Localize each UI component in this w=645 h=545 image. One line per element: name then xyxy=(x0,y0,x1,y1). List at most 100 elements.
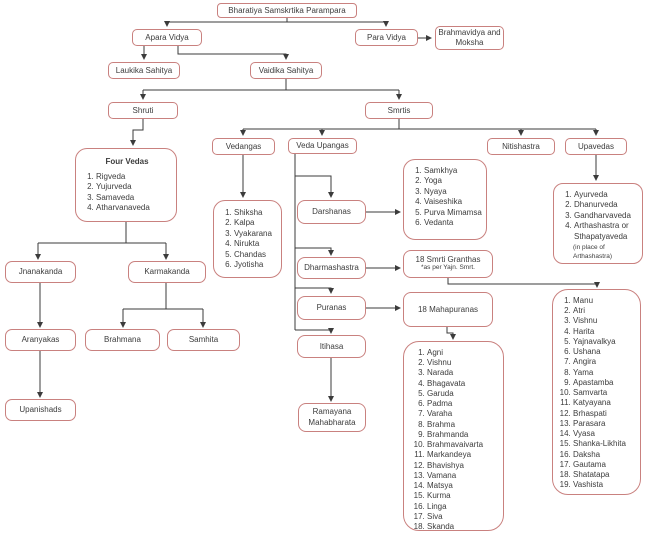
node-puranas: Puranas xyxy=(297,296,366,320)
upavedas-items: AyurvedaDhanurvedaGandharvavedaArthashas… xyxy=(559,190,639,242)
node-darshanas: Darshanas xyxy=(297,200,366,224)
list-item: Varaha xyxy=(427,409,500,419)
node-itihasa: Itihasa xyxy=(297,335,366,358)
list-item: Gandharvaveda xyxy=(574,211,639,221)
list-item: Dhanurveda xyxy=(574,200,639,210)
list-item: Vedanta xyxy=(424,218,483,228)
node-upanishads: Upanishads xyxy=(5,399,76,421)
list-item: Brhaspati xyxy=(573,409,637,419)
list-item: Harita xyxy=(573,327,637,337)
list-item: Brahmavaivarta xyxy=(427,440,500,450)
node-karmakanda: Karmakanda xyxy=(128,261,206,283)
list-item: Vishnu xyxy=(573,316,637,326)
list-item: Matsya xyxy=(427,481,500,491)
list-item: Bhavishya xyxy=(427,461,500,471)
list-item: Samaveda xyxy=(96,193,173,203)
four-vedas-title: Four Vedas xyxy=(105,157,149,166)
list-item: Yajnavalkya xyxy=(573,337,637,347)
mahapuranas-items: AgniVishnuNaradaBhagavataGarudaPadmaVara… xyxy=(412,348,500,532)
smrti-authors-items: ManuAtriVishnuHaritaYajnavalkyaUshanaAng… xyxy=(558,296,637,490)
node-aranyakas: Aranyakas xyxy=(5,329,76,351)
list-item: Atri xyxy=(573,306,637,316)
list-item: Markandeya xyxy=(427,450,500,460)
list-item: Siva xyxy=(427,512,500,522)
node-laukika-sahitya: Laukika Sahitya xyxy=(108,62,180,79)
upavedas-note-line2: Arthashastra) xyxy=(573,253,613,261)
list-item: Vaiseshika xyxy=(424,197,483,207)
node-vaidika-sahitya: Vaidika Sahitya xyxy=(250,62,322,79)
node-dharmashastra: Dharmashastra xyxy=(297,257,366,279)
node-upavedas: Upavedas xyxy=(565,138,627,155)
list-item: Nyaya xyxy=(424,187,483,197)
list-item: Shanka-Likhita xyxy=(573,439,637,449)
list-item: Gautama xyxy=(573,460,637,470)
node-nitishastra: Nitishastra xyxy=(487,138,555,155)
list-item: Rigveda xyxy=(96,172,173,182)
node-veda-upangas: Veda Upangas xyxy=(288,138,357,154)
list-item: Daksha xyxy=(573,450,637,460)
list-item: Linga xyxy=(427,502,500,512)
list-item: Yujurveda xyxy=(96,182,173,192)
list-item: Manu xyxy=(573,296,637,306)
list-item: Vashista xyxy=(573,480,637,490)
list-item: Shiksha xyxy=(234,208,278,218)
list-item: Kurma xyxy=(427,491,500,501)
list-vedangas: ShikshaKalpaVyakaranaNiruktaChandasJyoti… xyxy=(213,200,282,278)
node-shruti: Shruti xyxy=(108,102,178,119)
darshanas-items: SamkhyaYogaNyayaVaiseshikaPurva MimamsaV… xyxy=(409,166,483,228)
list-item: Yoga xyxy=(424,176,483,186)
list-item: Samvarta xyxy=(573,388,637,398)
list-item: Arthashastra or Sthapatyaveda xyxy=(574,221,639,242)
list-item: Padma xyxy=(427,399,500,409)
list-item: Atharvanaveda xyxy=(96,203,173,213)
list-item: Vyakarana xyxy=(234,229,278,239)
list-item: Brahma xyxy=(427,420,500,430)
node-para-vidya: Para Vidya xyxy=(355,29,418,46)
node-title: Bharatiya Samskrtika Parampara xyxy=(217,3,357,18)
node-18-mahapuranas: 18 Mahapuranas xyxy=(403,292,493,327)
node-brahmana: Brahmana xyxy=(85,329,160,351)
list-item: Angira xyxy=(573,357,637,367)
list-item: Ayurveda xyxy=(574,190,639,200)
node-brahmavidya-moksha: Brahmavidya and Moksha xyxy=(435,26,504,50)
node-smrti-granthas: 18 Smrti Granthas *as per Yajn. Smrt. xyxy=(403,250,493,278)
list-item: Apastamba xyxy=(573,378,637,388)
upavedas-note: (in place of Arthashastra) xyxy=(573,243,639,262)
list-item: Parasara xyxy=(573,419,637,429)
list-item: Agni xyxy=(427,348,500,358)
list-item: Chandas xyxy=(234,250,278,260)
list-upavedas: AyurvedaDhanurvedaGandharvavedaArthashas… xyxy=(553,183,643,264)
list-darshanas: SamkhyaYogaNyayaVaiseshikaPurva MimamsaV… xyxy=(403,159,487,240)
node-ramayana-mahabharata: Ramayana Mahabharata xyxy=(298,403,366,432)
list-item: Samkhya xyxy=(424,166,483,176)
list-item: Katyayana xyxy=(573,398,637,408)
list-smrti-authors: ManuAtriVishnuHaritaYajnavalkyaUshanaAng… xyxy=(552,289,641,495)
node-samhita: Samhita xyxy=(167,329,240,351)
list-item: Kalpa xyxy=(234,218,278,228)
list-item: Ushana xyxy=(573,347,637,357)
four-vedas-items: RigvedaYujurvedaSamavedaAtharvanaveda xyxy=(81,172,173,214)
list-item: Skanda xyxy=(427,522,500,532)
list-item: Vishnu xyxy=(427,358,500,368)
list-item: Garuda xyxy=(427,389,500,399)
smrti-granthas-label: 18 Smrti Granthas xyxy=(415,255,481,265)
list-item: Bhagavata xyxy=(427,379,500,389)
node-apara-vidya: Apara Vidya xyxy=(132,29,202,46)
list-item: Purva Mimamsa xyxy=(424,208,483,218)
list-item: Shatatapa xyxy=(573,470,637,480)
list-item: Nirukta xyxy=(234,239,278,249)
node-vedangas: Vedangas xyxy=(212,138,275,155)
list-four-vedas: Four Vedas RigvedaYujurvedaSamavedaAthar… xyxy=(75,148,177,222)
vedangas-items: ShikshaKalpaVyakaranaNiruktaChandasJyoti… xyxy=(219,208,278,270)
list-item: Vyasa xyxy=(573,429,637,439)
smrti-granthas-note: *as per Yajn. Smrt. xyxy=(421,264,475,272)
list-item: Yama xyxy=(573,368,637,378)
upavedas-note-line1: (in place of xyxy=(573,243,605,251)
node-smrtis: Smrtis xyxy=(365,102,433,119)
list-item: Vamana xyxy=(427,471,500,481)
list-mahapuranas: AgniVishnuNaradaBhagavataGarudaPadmaVara… xyxy=(403,341,504,531)
node-jnanakanda: Jnanakanda xyxy=(5,261,76,283)
list-item: Narada xyxy=(427,368,500,378)
